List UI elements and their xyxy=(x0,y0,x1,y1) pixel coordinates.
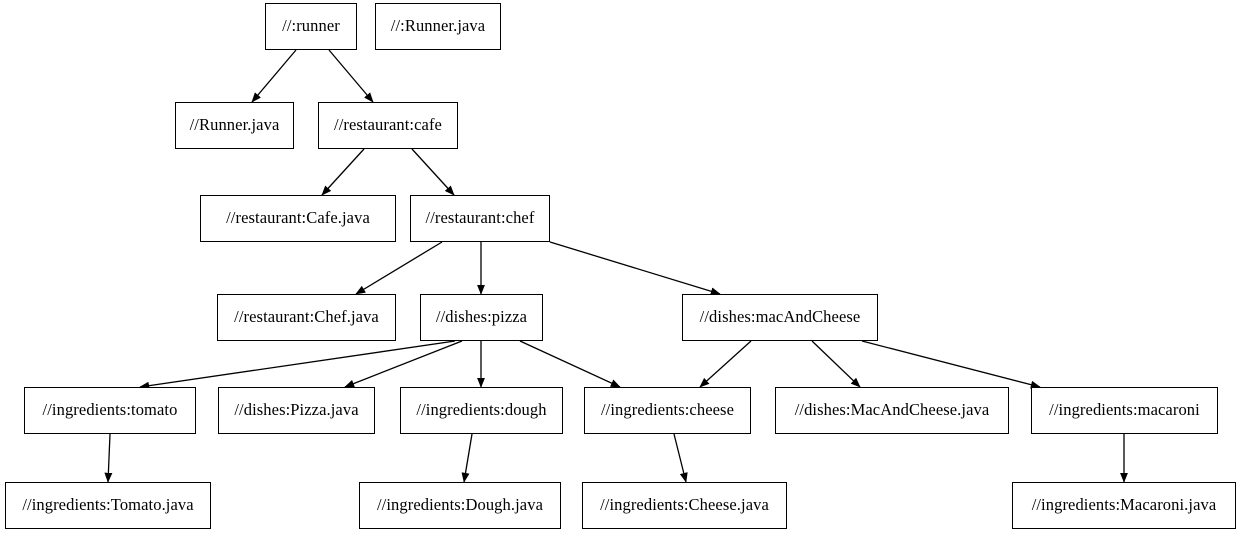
graph-node-label: //ingredients:Tomato.java xyxy=(22,495,194,515)
graph-node-label: //ingredients:tomato xyxy=(42,400,178,420)
graph-node-ingredients-macaroni-java[interactable]: //ingredients:Macaroni.java xyxy=(1012,482,1236,529)
graph-node-label: //ingredients:Cheese.java xyxy=(600,495,769,515)
graph-node-label: //:Runner.java xyxy=(390,16,486,36)
graph-node-dishes-macandcheese-java[interactable]: //dishes:MacAndCheese.java xyxy=(775,387,1009,434)
graph-node-dishes-pizza[interactable]: //dishes:pizza xyxy=(420,294,543,341)
graph-node-ingredients-tomato-java[interactable]: //ingredients:Tomato.java xyxy=(5,482,211,529)
graph-node-label: //dishes:Pizza.java xyxy=(234,400,359,420)
graph-node-label: //dishes:macAndCheese xyxy=(699,307,861,327)
graph-node-label: //restaurant:chef xyxy=(425,208,535,228)
graph-node-restaurant-chef[interactable]: //restaurant:chef xyxy=(410,195,550,242)
graph-edge xyxy=(321,148,365,196)
graph-node-ingredients-cheese[interactable]: //ingredients:cheese xyxy=(584,387,751,434)
graph-node-restaurant-cafe[interactable]: //restaurant:cafe xyxy=(318,102,458,149)
graph-edge xyxy=(699,340,752,388)
graph-node-label: //restaurant:Cafe.java xyxy=(226,208,370,228)
graph-node-ingredients-dough[interactable]: //ingredients:dough xyxy=(400,387,563,434)
graph-node-label: //dishes:pizza xyxy=(435,307,528,327)
graph-node-label: //restaurant:Chef.java xyxy=(234,307,379,327)
graph-node-dishes-pizza-java[interactable]: //dishes:Pizza.java xyxy=(218,387,375,434)
graph-edge xyxy=(328,49,374,103)
graph-node-label: //restaurant:cafe xyxy=(334,115,442,135)
graph-edge xyxy=(355,241,443,295)
graph-node-label: //ingredients:Macaroni.java xyxy=(1031,495,1217,515)
graph-node-label: //:runner xyxy=(282,16,340,36)
graph-node-label: //ingredients:cheese xyxy=(600,400,735,420)
graph-node-label: //ingredients:dough xyxy=(416,400,547,420)
graph-node-restaurant-chef-java[interactable]: //restaurant:Chef.java xyxy=(217,294,396,341)
graph-node-ingredients-cheese-java[interactable]: //ingredients:Cheese.java xyxy=(582,482,787,529)
graph-node-label: //ingredients:Dough.java xyxy=(377,495,543,515)
graph-edge xyxy=(251,49,297,103)
graph-edge xyxy=(461,433,473,483)
graph-node-dishes-macandcheese[interactable]: //dishes:macAndCheese xyxy=(682,294,878,341)
graph-edge xyxy=(549,241,721,296)
graph-edge xyxy=(519,340,621,388)
graph-node-runner-target[interactable]: //:runner xyxy=(265,3,357,50)
graph-node-restaurant-cafe-java[interactable]: //restaurant:Cafe.java xyxy=(200,195,396,242)
graph-edge xyxy=(139,340,456,390)
graph-edge xyxy=(811,340,861,388)
graph-edge xyxy=(344,340,463,388)
graph-edge xyxy=(861,340,1041,389)
graph-node-label: //dishes:MacAndCheese.java xyxy=(794,400,990,420)
graph-node-ingredients-macaroni[interactable]: //ingredients:macaroni xyxy=(1031,387,1218,434)
graph-node-label: //Runner.java xyxy=(189,115,280,135)
graph-edge xyxy=(411,148,455,196)
graph-node-label: //ingredients:macaroni xyxy=(1049,400,1200,420)
graph-node-runner-java-root[interactable]: //:Runner.java xyxy=(375,3,501,50)
graph-node-runner-java[interactable]: //Runner.java xyxy=(175,102,294,149)
graph-node-ingredients-tomato[interactable]: //ingredients:tomato xyxy=(24,387,196,434)
graph-edge xyxy=(104,433,113,483)
graph-node-ingredients-dough-java[interactable]: //ingredients:Dough.java xyxy=(359,482,561,529)
graph-edge xyxy=(673,433,688,483)
